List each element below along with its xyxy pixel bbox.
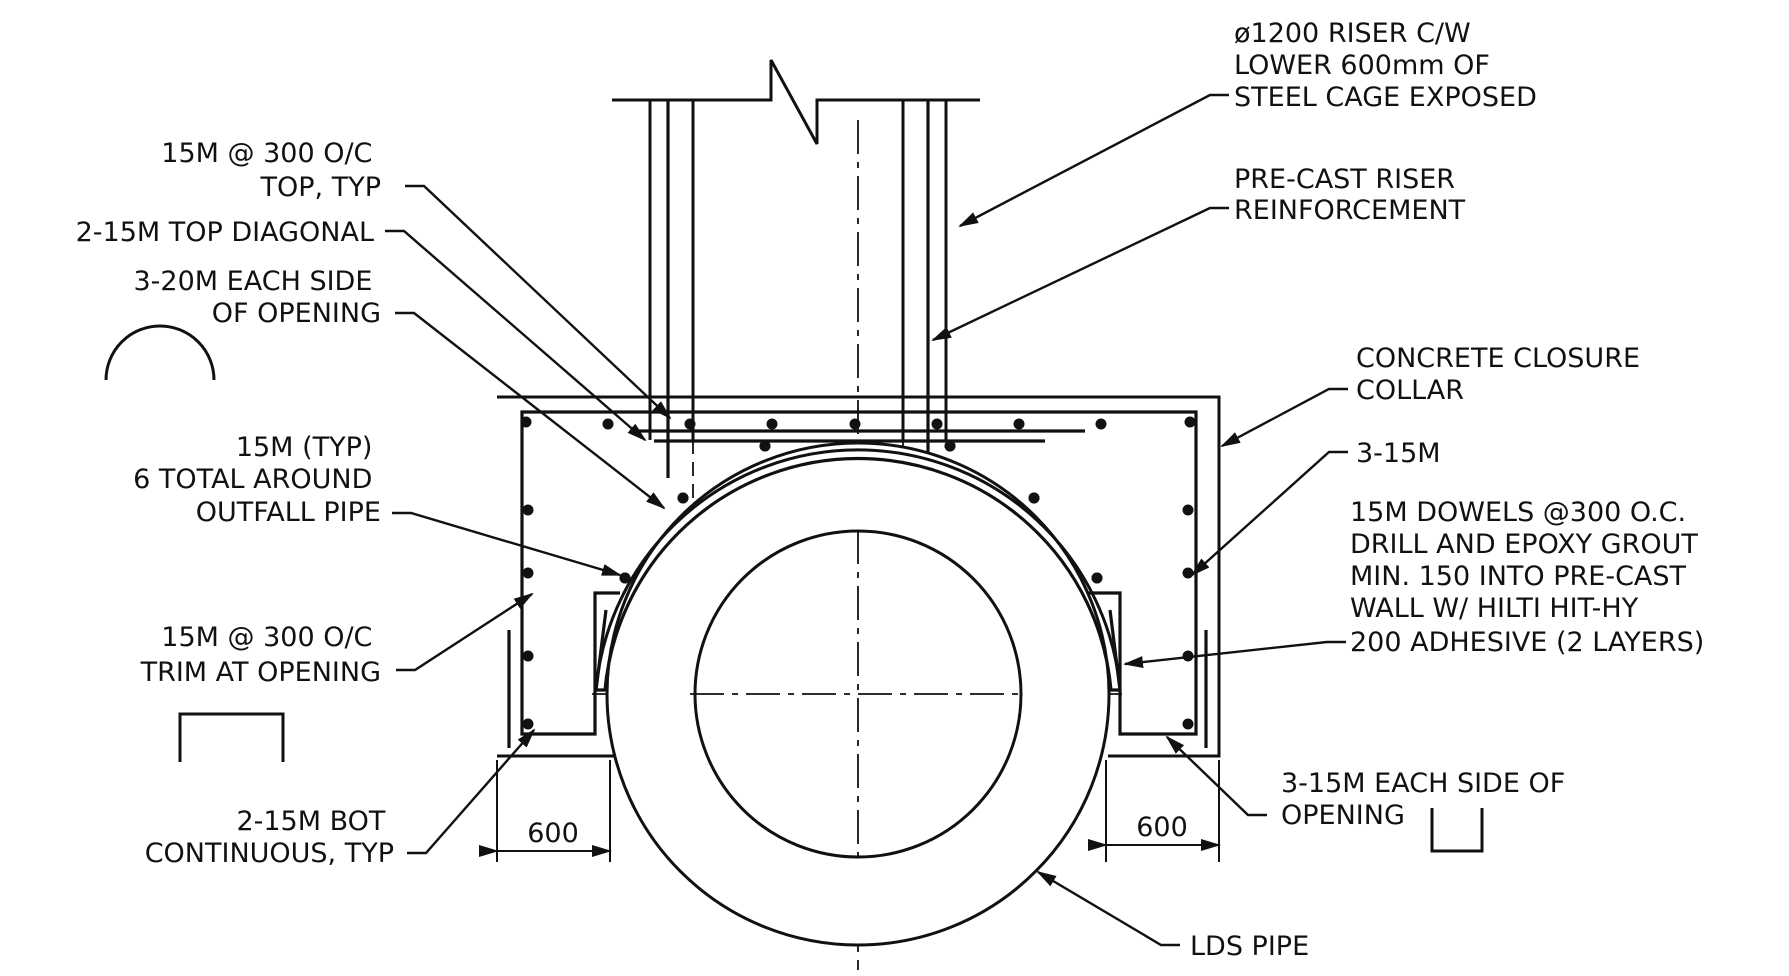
pipe-opening-arc xyxy=(594,448,1122,691)
rebar-dot xyxy=(1182,718,1194,730)
dimension-right: 600 xyxy=(1088,760,1221,862)
u-bar-shape-key xyxy=(178,712,285,762)
dimension-left: 600 xyxy=(479,760,612,862)
perimeter-bar-right xyxy=(858,410,1198,736)
leader-top-diagonal xyxy=(385,229,647,442)
leader-around-pipe xyxy=(392,511,622,577)
leader-bot xyxy=(407,728,536,855)
pipe-collar-bar-arc xyxy=(603,457,1113,691)
label-each-side-20m: 3-20M EACH SIDE OF OPENING xyxy=(134,266,382,329)
leader-lines xyxy=(385,93,1348,947)
rebar-dot xyxy=(522,567,534,579)
rebar-dot xyxy=(1091,572,1103,584)
label-riser: ø1200 RISER C/W LOWER 600mm OF STEEL CAG… xyxy=(1234,18,1537,113)
rebar-dot xyxy=(759,440,771,452)
leader-trim xyxy=(396,592,534,672)
rebar-dot xyxy=(849,418,861,430)
label-precast-riser: PRE-CAST RISER REINFORCEMENT xyxy=(1234,164,1466,226)
leader-each-side-15m xyxy=(1165,735,1267,817)
leader-top-bars xyxy=(405,184,672,420)
leader-dowels xyxy=(1123,640,1346,669)
rebar-dot xyxy=(619,572,631,584)
label-bot: 2-15M BOT CONTINUOUS, TYP xyxy=(145,806,394,869)
label-three-15m: 3-15M xyxy=(1356,438,1441,469)
dimension-value: 600 xyxy=(1136,812,1188,843)
rebar-dot xyxy=(1182,504,1194,516)
label-top-bars: 15M @ 300 O/C TOP, TYP xyxy=(161,138,381,203)
rebar-dot xyxy=(1184,416,1196,428)
rebar-dot xyxy=(677,492,689,504)
leader-each-side-20m xyxy=(395,311,666,510)
rebar-dot xyxy=(1028,492,1040,504)
label-around-pipe: 15M (TYP) 6 TOTAL AROUND OUTFALL PIPE xyxy=(133,432,381,528)
rebar-dot xyxy=(931,418,943,430)
rebar-dot xyxy=(944,440,956,452)
leader-three-15m xyxy=(1190,450,1348,577)
break-line xyxy=(612,59,980,145)
rebar-dot xyxy=(766,418,778,430)
bent-bar-shape-key xyxy=(104,324,216,381)
leader-riser xyxy=(958,93,1229,228)
rebar-dot xyxy=(602,418,614,430)
label-dowels: 15M DOWELS @300 O.C. DRILL AND EPOXY GRO… xyxy=(1350,497,1706,658)
rebar-dot xyxy=(1013,418,1025,430)
label-top-diagonal: 2-15M TOP DIAGONAL xyxy=(76,217,374,248)
rebar-dot xyxy=(1095,418,1107,430)
riser xyxy=(612,59,980,478)
rebar-dot xyxy=(522,718,534,730)
leader-collar xyxy=(1220,387,1348,448)
leader-lds-pipe xyxy=(1036,870,1180,947)
label-collar: CONCRETE CLOSURE COLLAR xyxy=(1356,343,1649,406)
rebar-dot xyxy=(684,418,696,430)
dimension-value: 600 xyxy=(527,818,579,849)
label-lds-pipe: LDS PIPE xyxy=(1190,931,1309,962)
u-bar-shape-key-small xyxy=(1430,808,1484,853)
perimeter-bar-left xyxy=(520,410,858,736)
leader-precast-riser xyxy=(931,206,1229,342)
label-trim: 15M @ 300 O/C TRIM AT OPENING xyxy=(140,622,381,688)
rebar-dot xyxy=(522,650,534,662)
rebar-dot xyxy=(1182,567,1194,579)
label-each-side-15m: 3-15M EACH SIDE OF OPENING xyxy=(1281,768,1574,831)
rebar-dot xyxy=(520,416,532,428)
rebar-dot xyxy=(522,504,534,516)
